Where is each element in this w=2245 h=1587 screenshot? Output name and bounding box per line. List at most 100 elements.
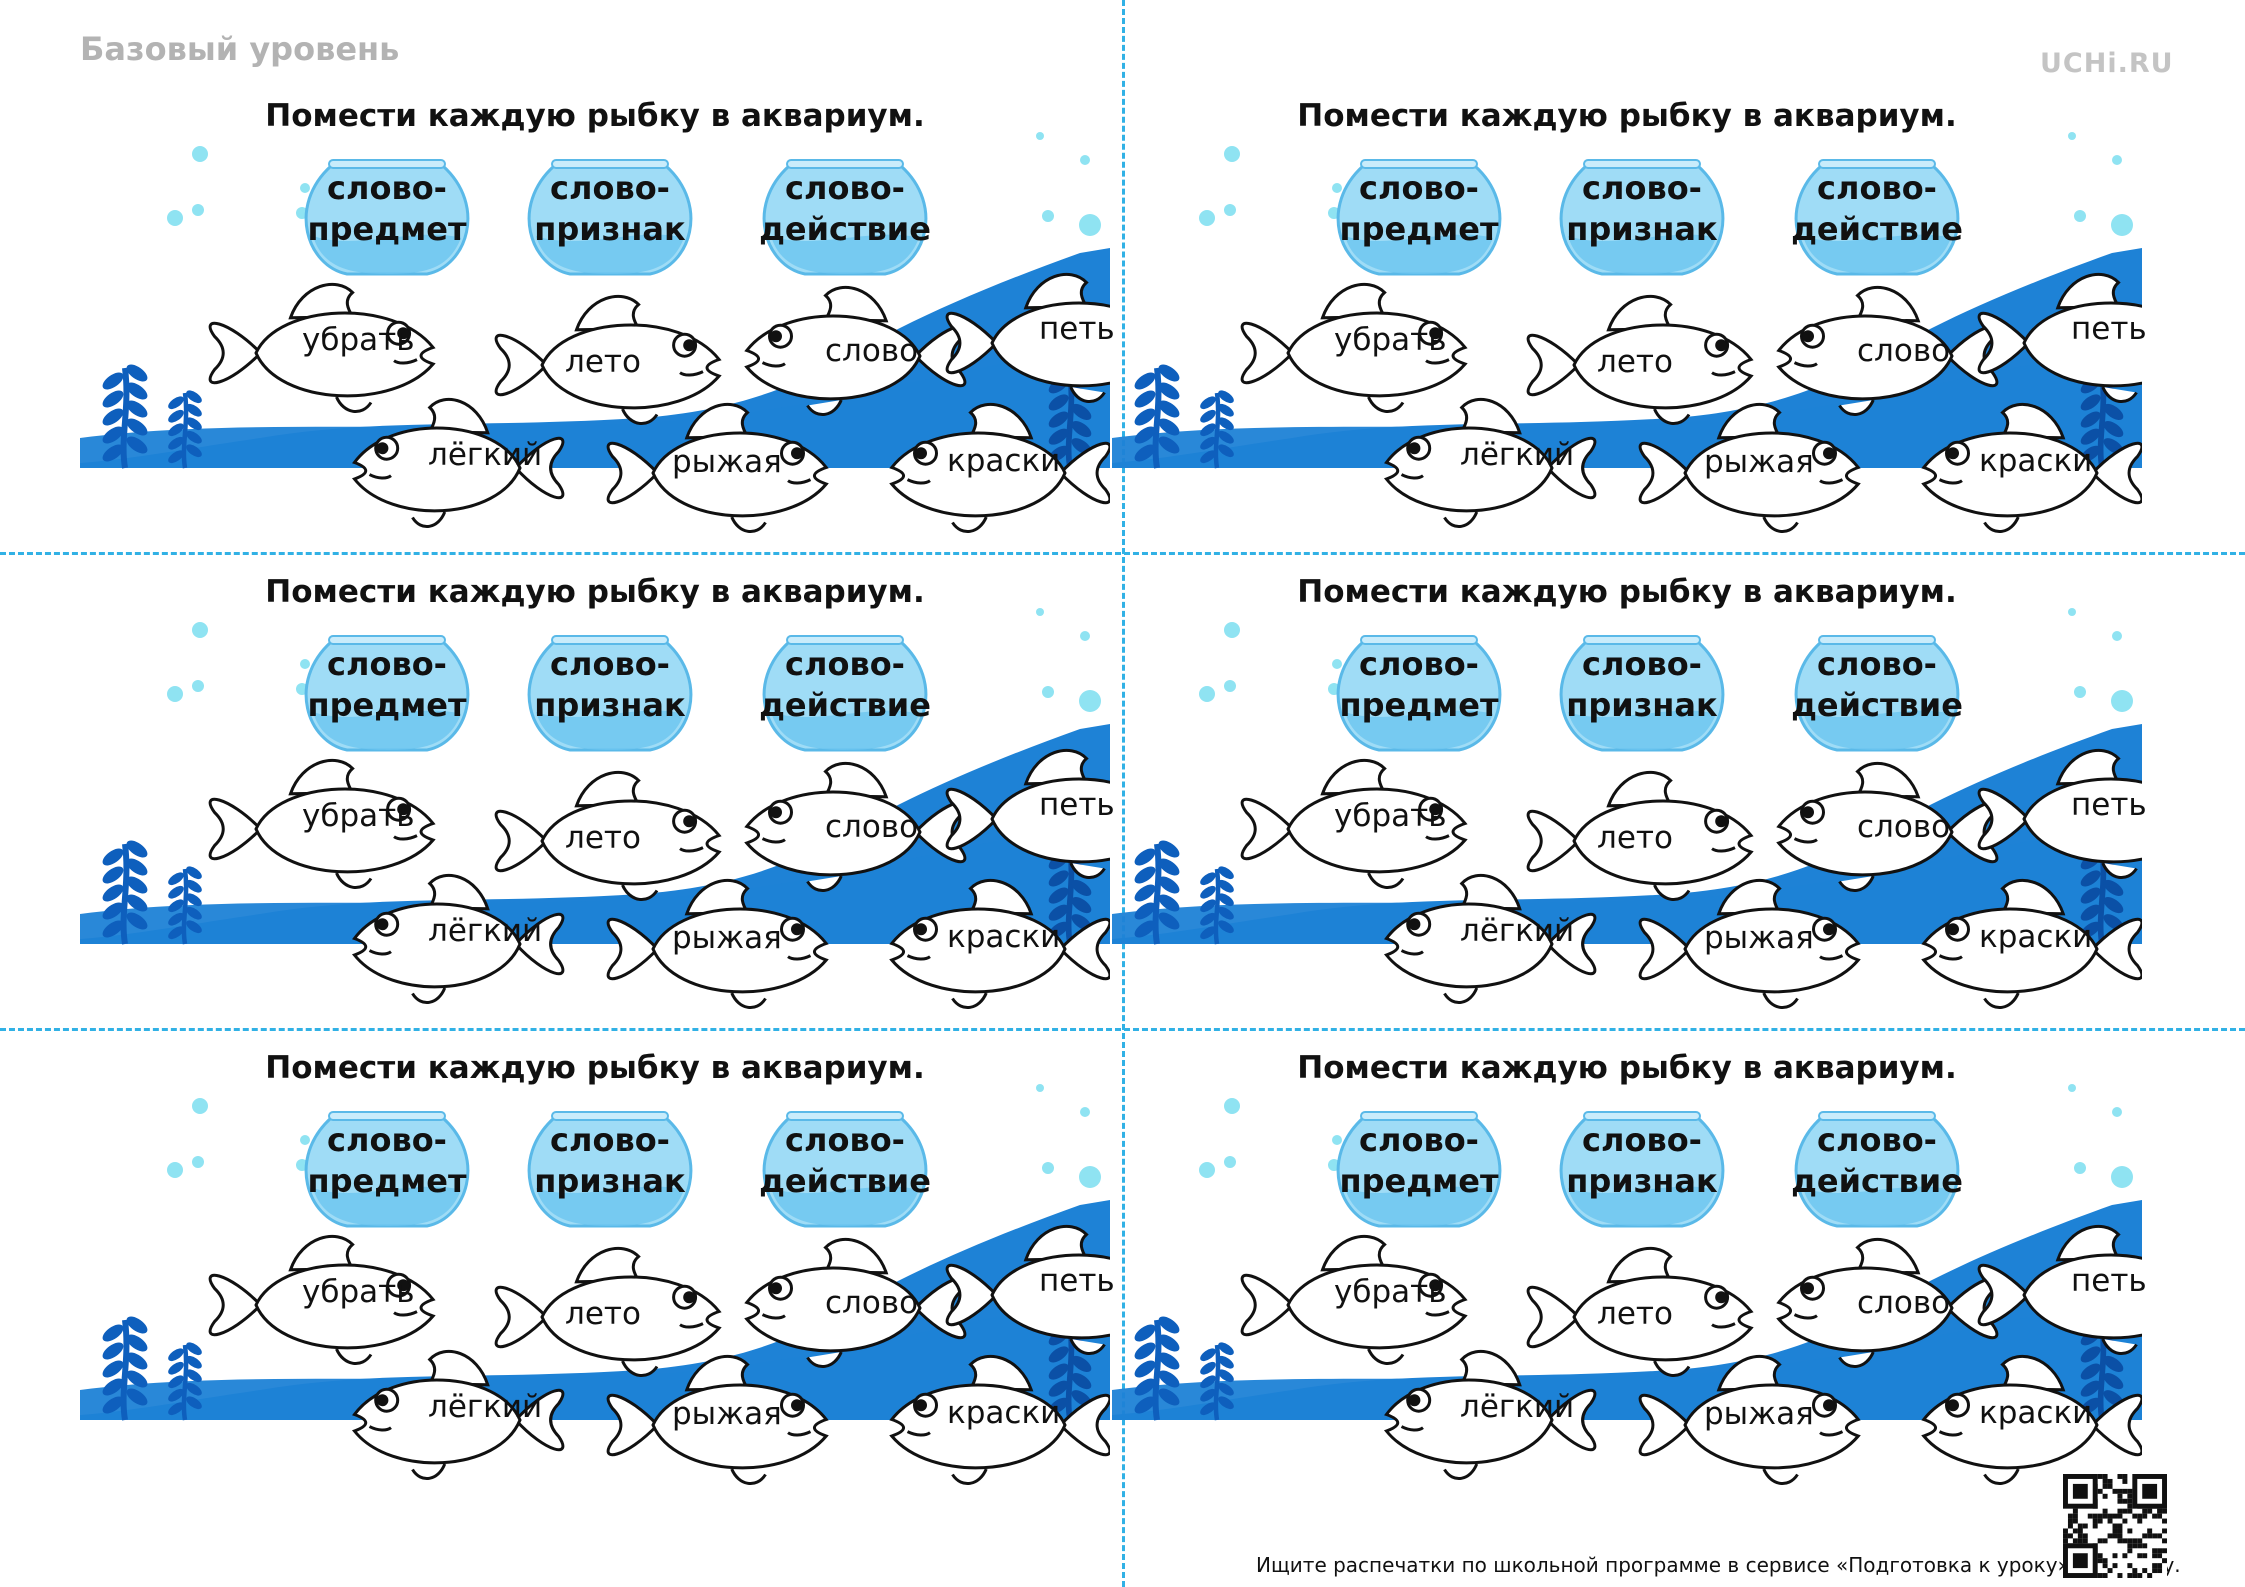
horizontal-cut-line (0, 552, 2245, 555)
fish-word[interactable]: лёгкий (1460, 913, 1575, 949)
fish-word[interactable]: рыжая (1704, 1396, 1814, 1432)
fish-word[interactable]: слово (1857, 1285, 1951, 1321)
bubble-icon (192, 622, 208, 638)
fish-bowl-icon (1336, 1111, 1502, 1228)
fish-word[interactable]: краски (947, 919, 1061, 955)
aquarium-scene (80, 1084, 1110, 1485)
fish-word[interactable]: слово (825, 333, 919, 369)
fish-word[interactable]: лето (565, 1296, 641, 1332)
fish-word[interactable]: краски (1979, 919, 2093, 955)
card-title: Помести каждую рыбку в аквариум. (1297, 574, 1957, 610)
fish-bowl-icon (527, 1111, 693, 1228)
fish-word[interactable]: убрать (302, 1274, 415, 1310)
bubble-icon (1036, 1084, 1044, 1092)
bubble-icon (1224, 1156, 1236, 1168)
fish-bowl-icon (1559, 1111, 1725, 1228)
fish-word[interactable]: петь (2071, 1263, 2147, 1299)
fish-outline (1526, 1246, 1754, 1377)
bubble-icon (167, 1162, 183, 1178)
bubble-icon (1332, 1135, 1342, 1145)
fish-word[interactable]: лето (565, 344, 641, 380)
bubble-icon (1199, 1162, 1215, 1178)
fish-word[interactable]: петь (1039, 1263, 1115, 1299)
fish-word[interactable]: убрать (1334, 322, 1447, 358)
fish-word[interactable]: рыжая (672, 1396, 782, 1432)
bubble-icon (2111, 1166, 2133, 1188)
bubble-icon (300, 183, 310, 193)
fish-word[interactable]: рыжая (1704, 920, 1814, 956)
fish-word[interactable]: слово (825, 1285, 919, 1321)
fish-word[interactable]: убрать (1334, 798, 1447, 834)
fish-word[interactable]: лёгкий (1460, 437, 1575, 473)
bubble-icon (192, 204, 204, 216)
fish-outline (1977, 272, 2142, 403)
fish-word[interactable]: краски (1979, 443, 2093, 479)
fish-word[interactable]: лето (565, 820, 641, 856)
fish-word[interactable]: петь (2071, 311, 2147, 347)
fish-word[interactable]: краски (1979, 1395, 2093, 1431)
fish-word[interactable]: слово (1857, 809, 1951, 845)
fish-outline (889, 1354, 1110, 1485)
fish-bowl-icon (527, 159, 693, 276)
bowl-label: слово-действие (1791, 1121, 1963, 1200)
exercise-card: Помести каждую рыбку в аквариум.слово-пр… (1112, 564, 2147, 1039)
fish-word[interactable]: краски (947, 443, 1061, 479)
bowl-label: слово-предмет (1339, 1121, 1499, 1200)
fish-word[interactable]: лёгкий (428, 913, 543, 949)
fish-outline (1240, 758, 1468, 889)
bubble-icon (1080, 155, 1090, 165)
bowl-label: слово-действие (1791, 169, 1963, 248)
exercise-card: Помести каждую рыбку в аквариум.слово-пр… (1112, 88, 2147, 563)
bubble-icon (1224, 622, 1240, 638)
bowl-label: слово-признак (1566, 169, 1718, 248)
fish-outline (1977, 748, 2142, 879)
fish-bowl-icon (304, 159, 470, 276)
bubble-icon (1042, 686, 1054, 698)
fish-bowl-icon (304, 1111, 470, 1228)
bubble-icon (2112, 1107, 2122, 1117)
fish-word[interactable]: рыжая (672, 920, 782, 956)
fish-word[interactable]: краски (947, 1395, 1061, 1431)
fish-word[interactable]: петь (1039, 311, 1115, 347)
fish-outline (351, 873, 565, 1004)
fish-word[interactable]: убрать (302, 322, 415, 358)
card-title: Помести каждую рыбку в аквариум. (1297, 1050, 1957, 1086)
aquarium-scene (80, 608, 1110, 1009)
fish-word[interactable]: петь (1039, 787, 1115, 823)
fish-word[interactable]: слово (1857, 333, 1951, 369)
fish-bowl-icon (1336, 159, 1502, 276)
fish-word[interactable]: лето (1597, 344, 1673, 380)
bubble-icon (2074, 686, 2086, 698)
fish-word[interactable]: слово (825, 809, 919, 845)
fish-word[interactable]: убрать (1334, 1274, 1447, 1310)
bowl-label: слово-признак (534, 645, 686, 724)
bubble-icon (2068, 608, 2076, 616)
fish-word[interactable]: лето (1597, 820, 1673, 856)
fish-word[interactable]: убрать (302, 798, 415, 834)
fish-outline (1526, 294, 1754, 425)
fish-word[interactable]: рыжая (1704, 444, 1814, 480)
fish-word[interactable]: лёгкий (1460, 1389, 1575, 1425)
seaweed-icon (168, 390, 202, 469)
fish-word[interactable]: лёгкий (428, 1389, 543, 1425)
fish-outline (945, 1224, 1110, 1355)
bubble-icon (1224, 204, 1236, 216)
bubble-icon (1332, 183, 1342, 193)
bubble-icon (1042, 210, 1054, 222)
card-title: Помести каждую рыбку в аквариум. (265, 1050, 925, 1086)
fish-word[interactable]: петь (2071, 787, 2147, 823)
fish-bowl-icon (304, 635, 470, 752)
bowl-label: слово-предмет (1339, 169, 1499, 248)
fish-word[interactable]: рыжая (672, 444, 782, 480)
fish-outline (1383, 397, 1597, 528)
aquarium-scene (1112, 1084, 2142, 1485)
fish-outline (1977, 1224, 2142, 1355)
fish-outline (1240, 1234, 1468, 1365)
fish-outline (1921, 878, 2142, 1009)
bowl-label: слово-действие (1791, 645, 1963, 724)
seaweed-icon (102, 364, 148, 469)
bubble-icon (192, 1098, 208, 1114)
fish-word[interactable]: лёгкий (428, 437, 543, 473)
fish-word[interactable]: лето (1597, 1296, 1673, 1332)
fish-outline (494, 1246, 722, 1377)
